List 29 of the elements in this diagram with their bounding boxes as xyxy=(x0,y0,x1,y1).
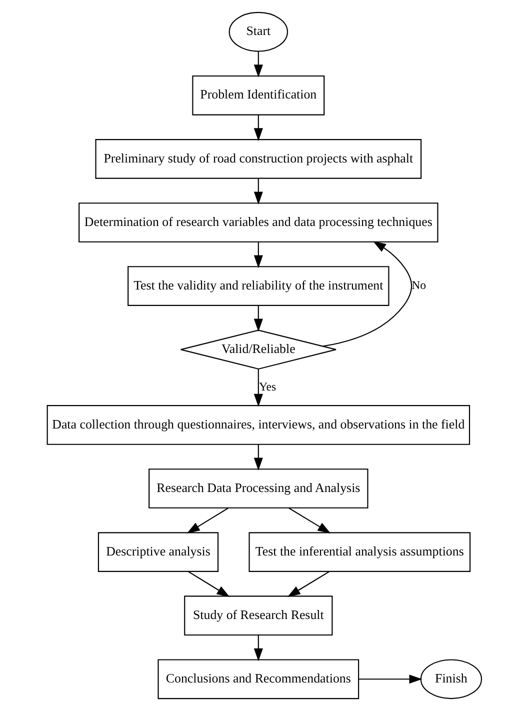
edge-label: Yes xyxy=(258,379,276,394)
arrow xyxy=(253,306,262,332)
arrow xyxy=(188,571,230,597)
node-ellipse: Start xyxy=(228,12,288,52)
arrow xyxy=(286,571,330,597)
node-box: Study of Research Result xyxy=(184,596,332,636)
arrow xyxy=(253,114,262,142)
node-box: Descriptive analysis xyxy=(97,532,218,572)
arrow xyxy=(186,508,228,534)
node-box: Test the validity and reliability of the instrument xyxy=(127,266,389,306)
arrow xyxy=(322,241,412,347)
edge-label: No xyxy=(411,278,426,292)
arrow xyxy=(253,51,262,78)
arrow xyxy=(253,178,262,205)
node-box: Problem Identification xyxy=(192,75,324,116)
node-box: Research Data Processing and Analysis xyxy=(148,468,368,508)
node-diamond: Valid/Reliable xyxy=(180,330,336,370)
node-box: Preliminary study of road construction projects with asphalt xyxy=(94,139,422,179)
node-box: Determination of research variables and data processing techniques xyxy=(78,202,438,242)
node-ellipse: Finish xyxy=(420,659,482,700)
arrow xyxy=(253,444,262,471)
node-box: Conclusions and Recommendations xyxy=(157,659,359,700)
arrow xyxy=(253,242,262,268)
node-box: Data collection through questionnaires, interviews, and observations in the field xyxy=(46,405,470,445)
arrow xyxy=(253,635,262,662)
arrow xyxy=(253,369,262,407)
arrow xyxy=(358,674,422,684)
arrow xyxy=(288,508,330,534)
node-box: Test the inferential analysis assumptions xyxy=(248,532,470,572)
